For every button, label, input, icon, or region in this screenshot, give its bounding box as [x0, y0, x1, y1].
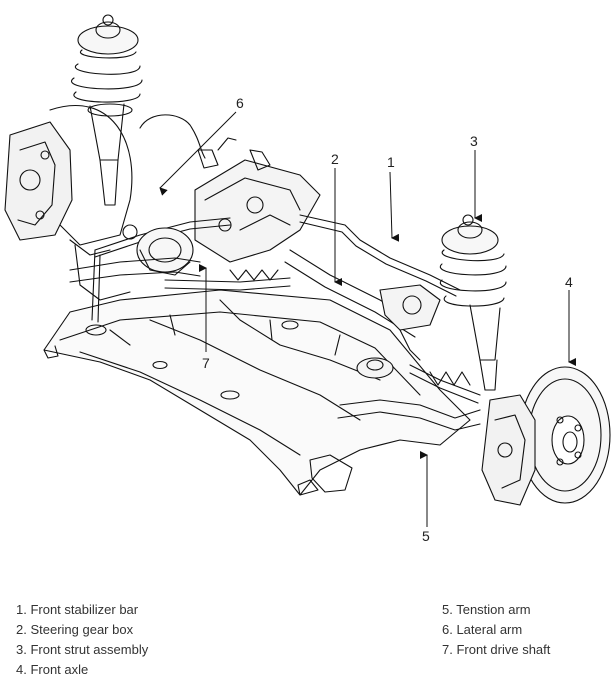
- legend-item-front-strut-assembly: 3. Front strut assembly: [16, 642, 149, 657]
- legend-left-column: 1. Front stabilizer bar 2. Steering gear…: [16, 600, 148, 680]
- subframe: [43, 289, 471, 496]
- legend-right-column: 5. Tenstion arm 6. Lateral arm 7. Front …: [442, 600, 550, 660]
- callout-leaders: [159, 111, 576, 527]
- callout-2: 2: [331, 151, 339, 167]
- tension-arm: [309, 357, 481, 493]
- suspension-diagram: 1 2 3 4 5 6 7: [4, 14, 611, 544]
- callout-1: 1: [387, 154, 395, 170]
- callout-4: 4: [565, 274, 573, 290]
- right-strut-assembly: [439, 214, 507, 391]
- legend-item-front-stabilizer-bar: 1. Front stabilizer bar: [16, 602, 139, 617]
- front-axle-hub: [481, 366, 611, 506]
- left-brake-caliper: [4, 104, 133, 256]
- callout-3: 3: [470, 133, 478, 149]
- leader-1: [389, 171, 400, 242]
- legend-item-lateral-arm: 6. Lateral arm: [442, 622, 523, 637]
- legend-item-front-axle: 4. Front axle: [16, 662, 89, 677]
- legend-item-steering-gear-box: 2. Steering gear box: [16, 622, 134, 637]
- left-strut-assembly: [71, 14, 143, 206]
- callout-7: 7: [202, 355, 210, 371]
- legend-item-tension-arm: 5. Tenstion arm: [442, 602, 531, 617]
- lateral-arm: [69, 114, 237, 301]
- callout-numbers: 1 2 3 4 5 6 7: [202, 95, 573, 544]
- callout-5: 5: [422, 528, 430, 544]
- cv-boot: [229, 269, 471, 386]
- legend-item-front-drive-shaft: 7. Front drive shaft: [442, 642, 551, 657]
- callout-6: 6: [236, 95, 244, 111]
- leader-6: [159, 111, 237, 196]
- steering-gear-box: [194, 149, 441, 361]
